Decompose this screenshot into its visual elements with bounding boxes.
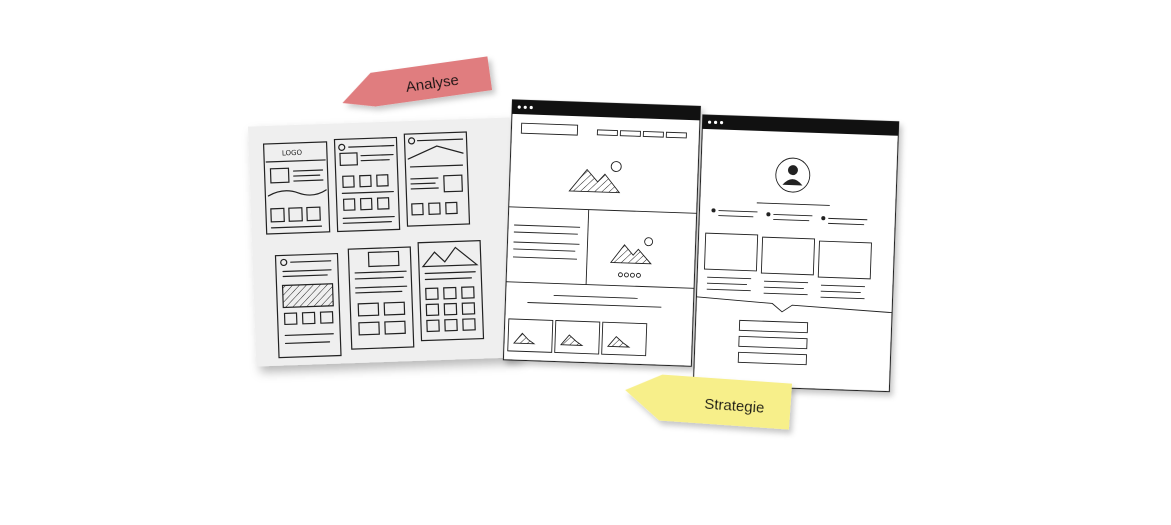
- carousel-dot: [629, 272, 635, 278]
- sketch-wireframe-3: [403, 131, 471, 227]
- analyse-tag-shape: [342, 56, 493, 107]
- strategie-tag-shape: [625, 374, 793, 430]
- window-dot: [719, 121, 724, 125]
- nav-item: [665, 131, 687, 139]
- strategie-tag: Strategie: [625, 374, 793, 430]
- hero-image-icon: [568, 161, 622, 194]
- nav-item: [596, 129, 618, 137]
- window-dot: [517, 105, 521, 109]
- analyse-tag: Analyse: [342, 56, 493, 107]
- user-icon: [782, 165, 803, 186]
- window-dot: [713, 120, 718, 124]
- form-field: [737, 351, 807, 366]
- card-image: [817, 240, 872, 280]
- form-field: [738, 335, 808, 350]
- nav-item: [619, 130, 641, 137]
- sketch-wireframe-2: [333, 136, 401, 233]
- sketch-sheet: LOGO: [247, 117, 519, 367]
- gallery-tile: [601, 321, 648, 357]
- sketch-wireframe-5: [347, 246, 415, 350]
- window-dot: [523, 105, 527, 109]
- carousel-dot: [623, 272, 629, 278]
- window-dot: [707, 120, 712, 124]
- browser-bar: [702, 114, 899, 136]
- sketch-logo-text: LOGO: [282, 149, 303, 158]
- gallery-tile: [554, 320, 601, 355]
- gallery-tile: [507, 318, 554, 353]
- browser-bar: [511, 99, 701, 121]
- card-image: [760, 236, 816, 276]
- strategie-tag-label: Strategie: [704, 396, 765, 417]
- carousel-dot: [635, 272, 641, 278]
- carousel-dot: [618, 272, 623, 278]
- wireframe-profile: [692, 114, 900, 393]
- logo-placeholder: [520, 122, 579, 136]
- form-field: [738, 319, 809, 334]
- card-image: [703, 232, 759, 272]
- wireframe-landing: [502, 99, 701, 367]
- avatar: [775, 157, 811, 193]
- sketch-wireframe-4: [274, 252, 342, 359]
- nav-item: [642, 130, 664, 138]
- sketch-wireframe-1: LOGO: [262, 141, 331, 235]
- sketch-wireframe-6: [417, 239, 485, 342]
- feature-image-icon: [609, 237, 654, 265]
- window-dot: [529, 105, 533, 110]
